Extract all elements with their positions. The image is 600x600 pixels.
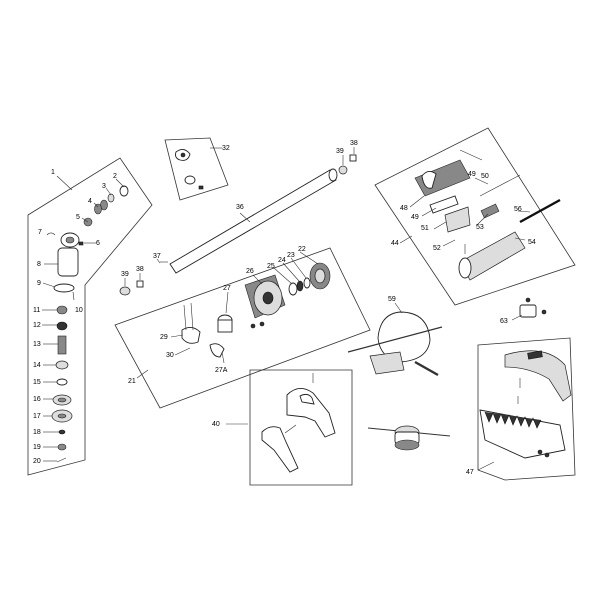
callout-36: 36 <box>236 204 244 211</box>
callout-51: 51 <box>421 225 429 232</box>
callout-59: 59 <box>388 296 396 303</box>
callout-47: 47 <box>466 469 474 476</box>
guard-assembly-box: 47 <box>466 337 576 481</box>
clutch-housing-box: 22 23 24 25 26 27 27A 29 30 21 <box>114 246 371 409</box>
front-handle-box: 40 <box>212 369 353 486</box>
callout-49-lower: 49 <box>411 214 419 221</box>
callout-48: 48 <box>400 205 408 212</box>
callout-52: 52 <box>433 245 441 252</box>
callout-7: 7 <box>38 229 42 236</box>
callout-21: 21 <box>128 378 136 385</box>
part-32-box: 32 <box>164 137 230 201</box>
callout-18: 18 <box>33 429 41 436</box>
callout-50: 50 <box>481 173 489 180</box>
callout-53: 53 <box>476 224 484 231</box>
callout-9: 9 <box>37 280 41 287</box>
callout-22: 22 <box>298 246 306 253</box>
callout-11: 11 <box>33 307 40 314</box>
callout-3: 3 <box>102 183 106 190</box>
callout-39-top: 39 <box>336 148 344 155</box>
callout-2: 2 <box>113 173 117 180</box>
callout-1: 1 <box>51 169 55 176</box>
callout-14: 14 <box>33 362 41 369</box>
callout-13: 13 <box>33 341 41 348</box>
trimmer-head <box>367 425 451 451</box>
callout-25: 25 <box>267 263 275 270</box>
parts-38-39-left: 39 38 <box>119 266 144 296</box>
part-63: 63 <box>500 297 547 325</box>
callout-23: 23 <box>287 252 295 259</box>
callout-54: 54 <box>528 239 536 246</box>
shoulder-strap: 59 <box>347 296 443 377</box>
callout-44: 44 <box>391 240 399 247</box>
callout-40: 40 <box>212 421 220 428</box>
callout-27a: 27A <box>215 367 228 374</box>
callout-26: 26 <box>246 268 254 275</box>
callout-32: 32 <box>222 145 230 152</box>
callout-49-upper: 49 <box>468 171 476 178</box>
callout-17: 17 <box>33 413 41 420</box>
callout-4: 4 <box>88 198 92 205</box>
callout-8: 8 <box>37 261 41 268</box>
callout-15: 15 <box>33 379 41 386</box>
callout-27: 27 <box>223 285 231 292</box>
callout-37: 37 <box>153 253 161 260</box>
callout-12: 12 <box>33 322 41 329</box>
callout-39-left: 39 <box>121 271 129 278</box>
callout-24: 24 <box>278 257 286 264</box>
handle-assembly-box: 48 49 49 50 51 52 53 54 56 44 <box>374 127 576 306</box>
callout-6: 6 <box>96 240 100 247</box>
callout-10: 10 <box>75 307 83 314</box>
gear-head-assembly: 1 2 3 4 5 6 7 8 9 10 11 12 13 14 15 16 1… <box>27 157 153 476</box>
callout-5: 5 <box>76 214 80 221</box>
callout-38-left: 38 <box>136 266 144 273</box>
callout-38-top: 38 <box>350 140 358 147</box>
callout-29: 29 <box>160 334 168 341</box>
callout-19: 19 <box>33 444 41 451</box>
drive-shaft: 36 37 39 38 <box>153 140 358 274</box>
callout-16: 16 <box>33 396 41 403</box>
callout-56: 56 <box>514 206 522 213</box>
callout-63: 63 <box>500 318 508 325</box>
callout-30: 30 <box>166 352 174 359</box>
callout-20: 20 <box>33 458 41 465</box>
